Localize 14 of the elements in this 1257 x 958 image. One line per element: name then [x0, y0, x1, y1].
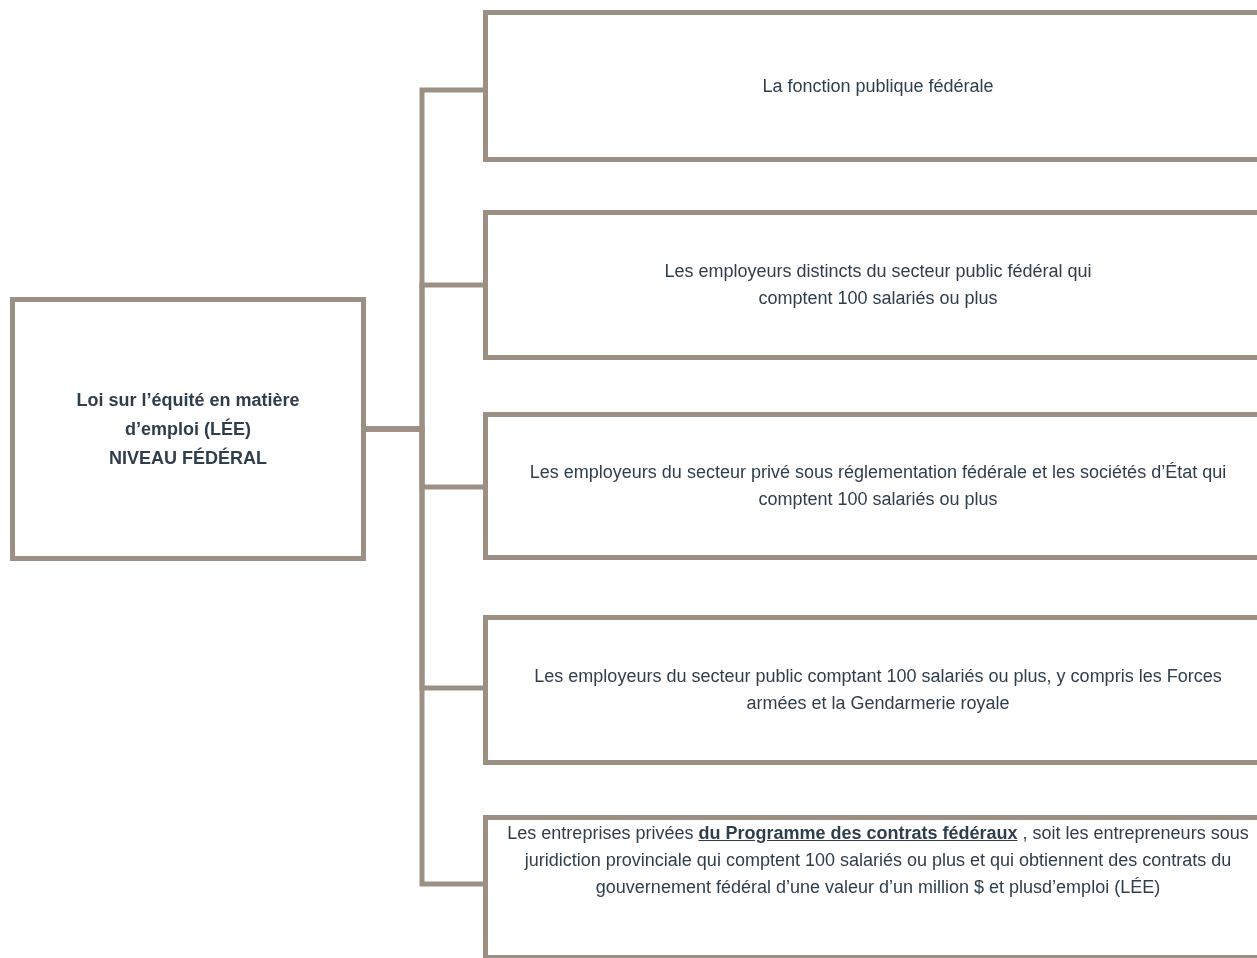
description-text: Les entreprises privées du Programme des contrats fédéraux , soit les entrepreneurs sous juridiction provinciale qui comptent 100 salariés ou plus et qui obtiennent des contrats du gouvernement fédéral d’une valeur d’un million $ et plusd’emploi (LÉE) — [506, 822, 1250, 899]
category-box — [483, 615, 1257, 765]
category-box — [483, 210, 1257, 360]
title-text: Loi sur l’équité en matière d’emploi (LÉE) — [75, 388, 301, 441]
description-text: Les employeurs du secteur privé sous réglementation fédérale et les sociétés d’État qui comptent 100 salariés ou plus — [528, 461, 1228, 511]
description-text: La fonction publique fédérale — [762, 74, 994, 98]
subtitle-text: NIVEAU FÉDÉRAL — [109, 446, 267, 470]
description-text: Les employeurs distincts du secteur public fédéral qui comptent 100 salariés ou plus — [663, 260, 1093, 310]
description-text: Les employeurs du secteur public comptant 100 salariés ou plus, y compris les Forces armées et la Gendarmerie royale — [533, 665, 1223, 715]
category-box — [483, 10, 1257, 162]
category-box — [483, 815, 1257, 958]
root-box — [10, 297, 366, 561]
category-box — [483, 412, 1257, 560]
connector-line — [366, 426, 483, 887]
